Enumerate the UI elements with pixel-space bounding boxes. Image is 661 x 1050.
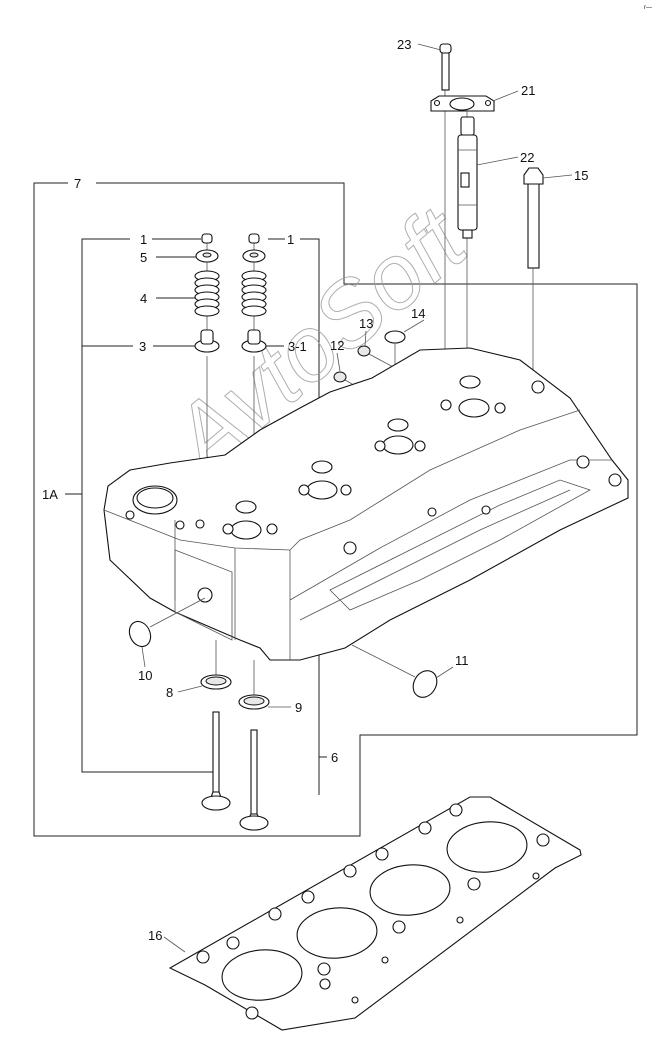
valve-train-exhaust <box>241 233 267 470</box>
seal-ring-11 <box>412 670 438 698</box>
callout-11: 11 <box>455 653 469 668</box>
cylinder-head <box>103 347 629 661</box>
callout-21: 21 <box>521 83 535 98</box>
callout-1-right: 1 <box>287 232 294 247</box>
callout-1A: 1A <box>42 487 58 502</box>
group-7-frame <box>33 182 638 837</box>
valve-spring-left <box>194 270 220 317</box>
callout-7: 7 <box>74 176 81 191</box>
lower-valve-parts <box>128 597 438 831</box>
callout-5: 5 <box>140 250 147 265</box>
callout-4: 4 <box>140 291 147 306</box>
callout-13: 13 <box>359 316 373 331</box>
gasket-bore-2 <box>296 907 378 959</box>
valve-spring-right <box>241 270 267 317</box>
group-1A-bracket <box>65 238 213 773</box>
callout-14: 14 <box>411 306 425 321</box>
plug-12 <box>333 371 347 383</box>
callout-22: 22 <box>520 150 534 165</box>
leader-lines <box>141 43 573 953</box>
fuel-injector <box>460 116 475 136</box>
callout-23: 23 <box>397 37 411 52</box>
exhaust-valve <box>239 729 269 831</box>
callout-3: 3 <box>139 339 146 354</box>
callout-6: 6 <box>331 750 338 765</box>
seal-ring-10 <box>128 620 152 648</box>
callout-16: 16 <box>148 928 162 943</box>
o-ring-14 <box>384 330 406 344</box>
gasket-bore-1 <box>221 949 303 1001</box>
callout-9: 9 <box>295 700 302 715</box>
head-bolt-shaft <box>527 182 540 269</box>
head-bolt-head <box>523 167 544 185</box>
callout-3-1: 3-1 <box>288 339 307 354</box>
callout-12: 12 <box>330 338 344 353</box>
head-gasket <box>168 796 582 1031</box>
injector-stack <box>430 43 495 400</box>
callout-1-left: 1 <box>140 232 147 247</box>
intake-valve <box>201 711 231 811</box>
corner-mark: r— <box>644 5 652 11</box>
valve-cotter-right <box>248 233 260 244</box>
clamp-bolt <box>441 49 450 91</box>
gasket-bore-3 <box>369 864 451 916</box>
callout-10: 10 <box>138 668 152 683</box>
callout-labels: 23 21 22 15 7 1 1 5 4 3 3-1 12 13 14 1A … <box>42 37 588 943</box>
callout-8: 8 <box>166 685 173 700</box>
valve-cotter-left <box>201 233 213 244</box>
callout-15: 15 <box>574 168 588 183</box>
gasket-bore-4 <box>446 821 528 873</box>
plug-13 <box>357 345 371 357</box>
head-bolt <box>523 167 544 385</box>
